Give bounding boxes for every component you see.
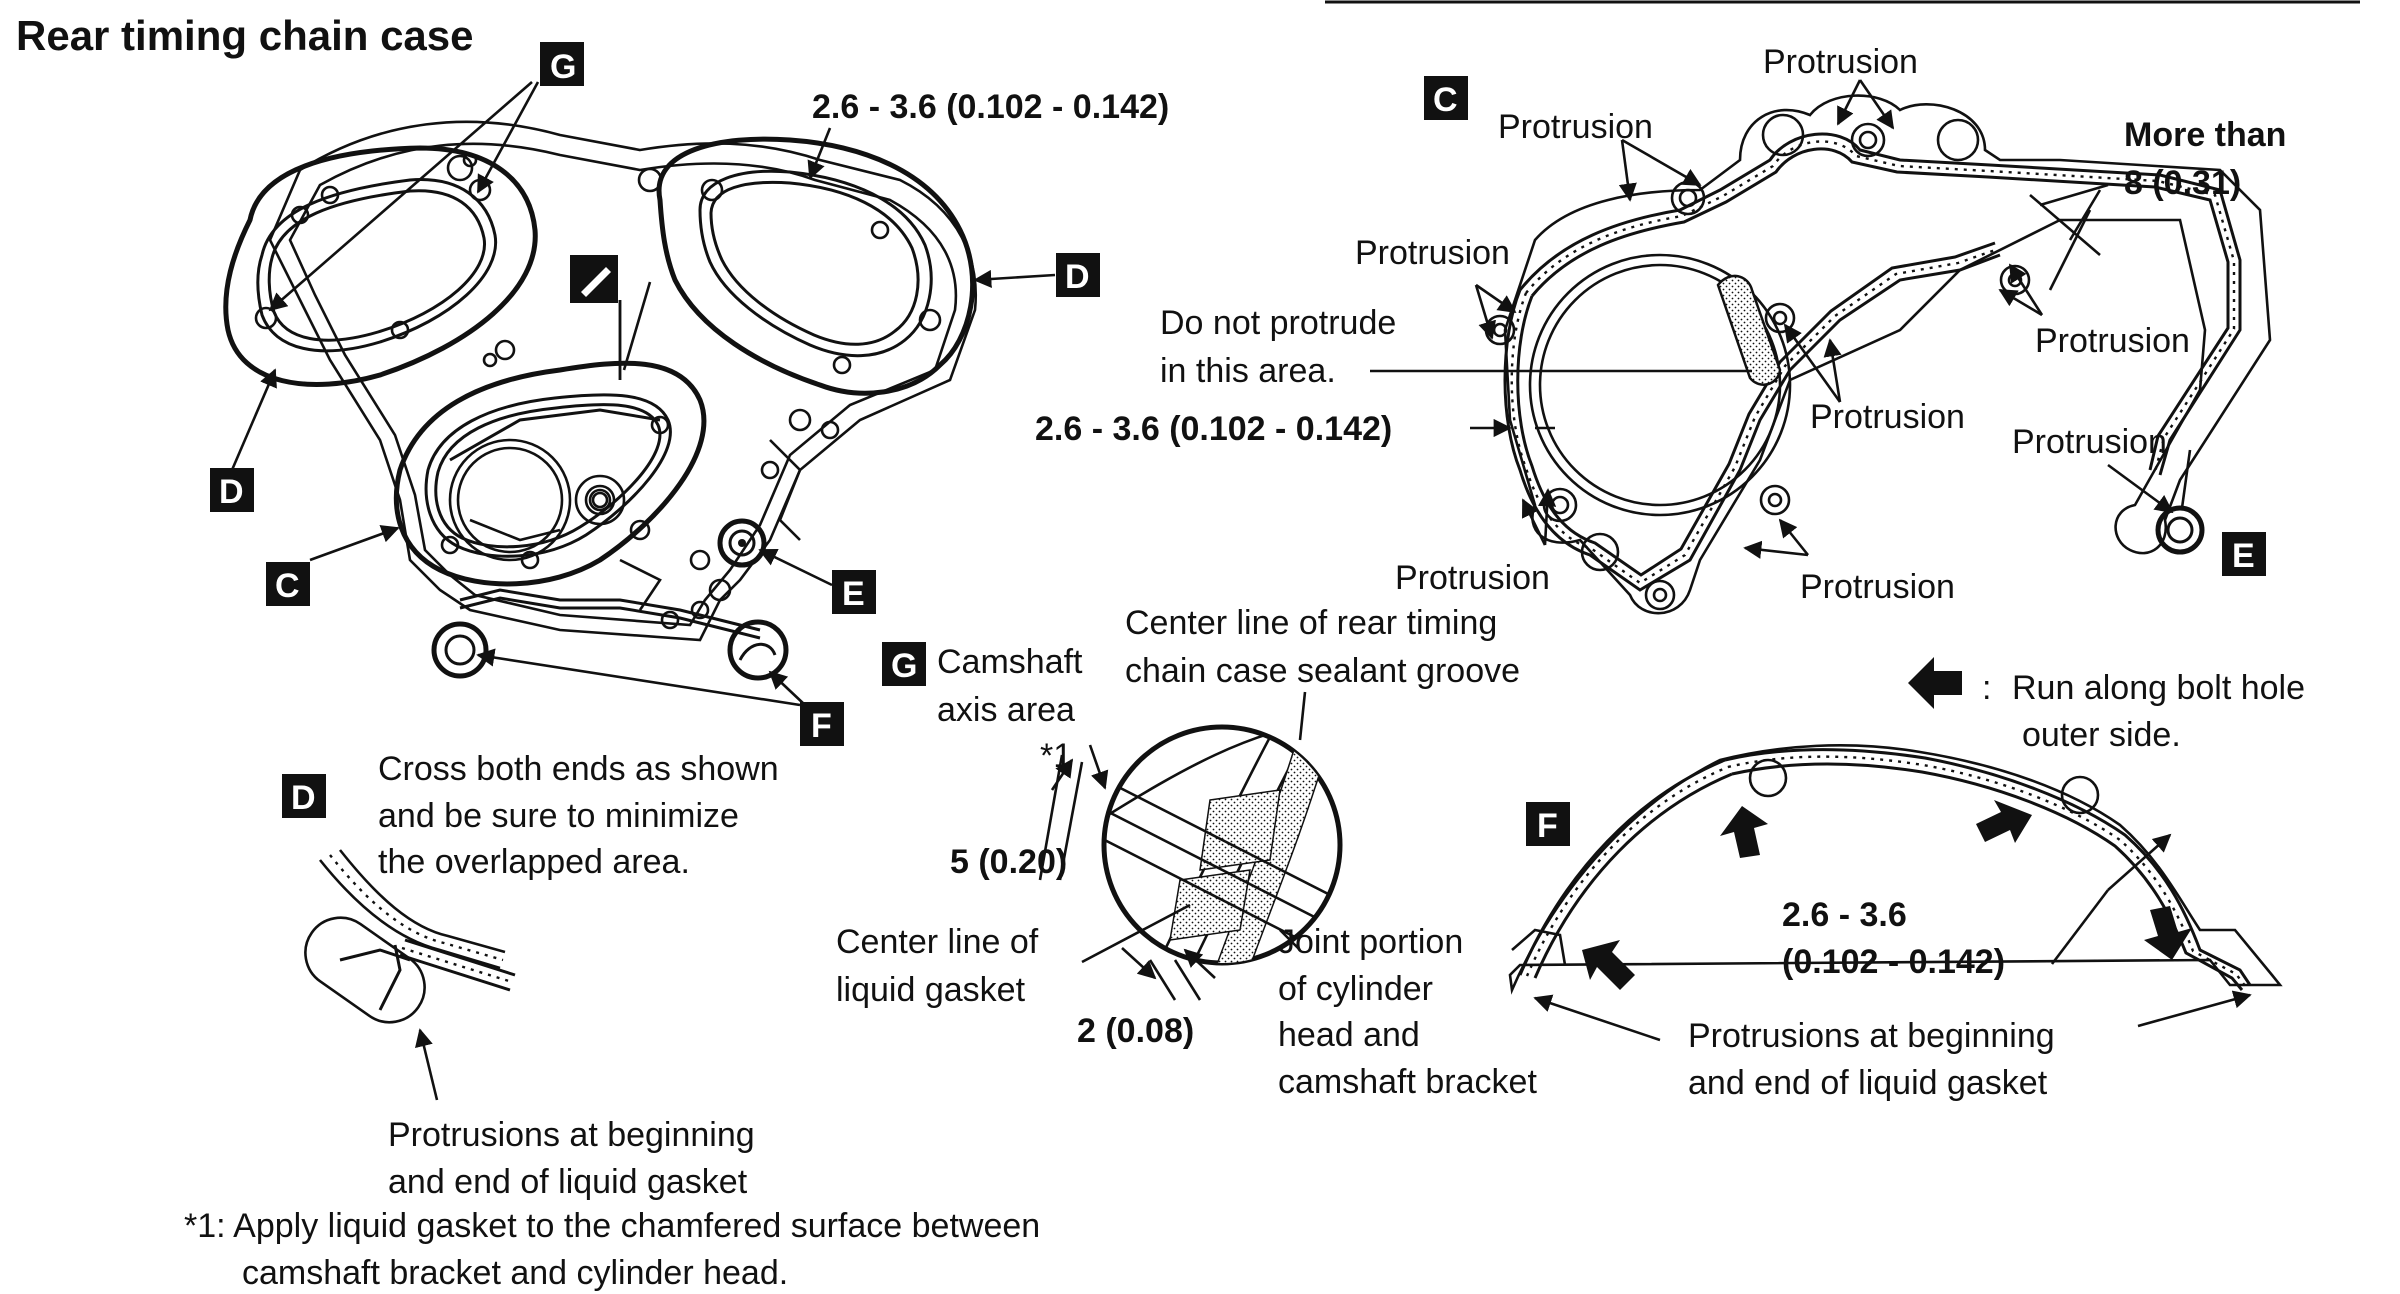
tag-f-detail: F <box>1526 802 1570 846</box>
tag-g-detail: G <box>882 642 926 686</box>
svg-text:D: D <box>1065 258 1090 296</box>
more-than-line2: 8 (0.31) <box>2124 164 2241 202</box>
svg-text:E: E <box>842 575 865 613</box>
tag-f-main: F <box>800 702 844 746</box>
detail-d-protrusions-line2: and end of liquid gasket <box>388 1163 748 1201</box>
tag-c-main: C <box>266 562 310 606</box>
detail-f-drawing <box>1508 744 2283 1042</box>
gasket-center-line1: Center line of <box>836 923 1039 961</box>
legend-colon: : <box>1982 669 1991 707</box>
legend-line1: Run along bolt hole <box>2012 669 2305 707</box>
page-title: Rear timing chain case <box>16 12 474 59</box>
svg-text:E: E <box>2232 537 2255 575</box>
center-line-sealant-line1: Center line of rear timing <box>1125 604 1497 642</box>
main-case-drawing <box>223 120 977 681</box>
svg-text:F: F <box>811 707 832 745</box>
cross-ends-line1: Cross both ends as shown <box>378 750 779 788</box>
tag-d-detail: D <box>282 774 326 818</box>
protrusion-label-lower-left: Protrusion <box>1395 559 1550 597</box>
tag-d-main-left: D <box>210 468 254 512</box>
svg-text:G: G <box>891 647 917 685</box>
footnote-line2: camshaft bracket and cylinder head. <box>242 1254 788 1292</box>
detail-c-leaders <box>1370 79 2192 559</box>
protrusion-label-lower-right: Protrusion <box>1800 568 1955 606</box>
center-line-sealant-line2: chain case sealant groove <box>1125 652 1520 690</box>
joint-line3: head and <box>1278 1016 1420 1054</box>
tag-d-main-right: D <box>1056 253 1100 297</box>
gasket-center-line2: liquid gasket <box>836 971 1026 1009</box>
detail-d-drawing <box>304 849 516 1101</box>
svg-text:D: D <box>219 473 244 511</box>
joint-line4: camshaft bracket <box>1278 1063 1537 1101</box>
main-leader-lines <box>230 81 1056 707</box>
tag-e-detail: E <box>2222 532 2266 576</box>
svg-text:G: G <box>550 48 576 86</box>
legend-line2: outer side. <box>2022 716 2181 754</box>
dim-5: 5 (0.20) <box>950 843 1067 881</box>
protrusion-label-top: Protrusion <box>1763 43 1918 81</box>
detail-f-protrusions-line2: and end of liquid gasket <box>1688 1064 2048 1102</box>
legend-arrow-icon <box>1908 657 1962 709</box>
protrusion-label-right-upper: Protrusion <box>2035 322 2190 360</box>
dim-2: 2 (0.08) <box>1077 1012 1194 1050</box>
detail-f-dim-line1: 2.6 - 3.6 <box>1782 896 1907 934</box>
do-not-protrude-line1: Do not protrude <box>1160 304 1396 342</box>
tag-g-main: G <box>540 42 584 86</box>
do-not-protrude-line2: in this area. <box>1160 352 1336 390</box>
camshaft-axis-line1: Camshaft <box>937 643 1083 681</box>
more-than-line1: More than <box>2124 116 2286 154</box>
svg-text:C: C <box>275 567 300 605</box>
detail-f-dim-line2: (0.102 - 0.142) <box>1782 943 2005 981</box>
main-dimension: 2.6 - 3.6 (0.102 - 0.142) <box>812 88 1169 126</box>
protrusion-label-left: Protrusion <box>1355 234 1510 272</box>
tag-e-main: E <box>832 570 876 614</box>
detail-f-protrusions-line1: Protrusions at beginning <box>1688 1017 2055 1055</box>
protrusion-label-upper-left: Protrusion <box>1498 108 1653 146</box>
svg-text:C: C <box>1433 81 1458 119</box>
detail-c-drawing <box>1484 94 2272 615</box>
protrusion-label-tail: Protrusion <box>2012 423 2167 461</box>
tag-c-detail: C <box>1424 76 1468 120</box>
detail-d-protrusions-line1: Protrusions at beginning <box>388 1116 755 1154</box>
cross-ends-line2: and be sure to minimize <box>378 797 739 835</box>
svg-text:D: D <box>291 779 316 817</box>
protrusion-label-center: Protrusion <box>1810 398 1965 436</box>
footnote-line1: *1: Apply liquid gasket to the chamfered… <box>184 1207 1040 1245</box>
joint-line1: Joint portion <box>1278 923 1463 961</box>
svg-text:F: F <box>1537 807 1558 845</box>
joint-line2: of cylinder <box>1278 970 1433 1008</box>
camshaft-axis-line2: axis area <box>937 691 1075 729</box>
cross-ends-line3: the overlapped area. <box>378 843 690 881</box>
detail-c-dimension: 2.6 - 3.6 (0.102 - 0.142) <box>1035 410 1392 448</box>
